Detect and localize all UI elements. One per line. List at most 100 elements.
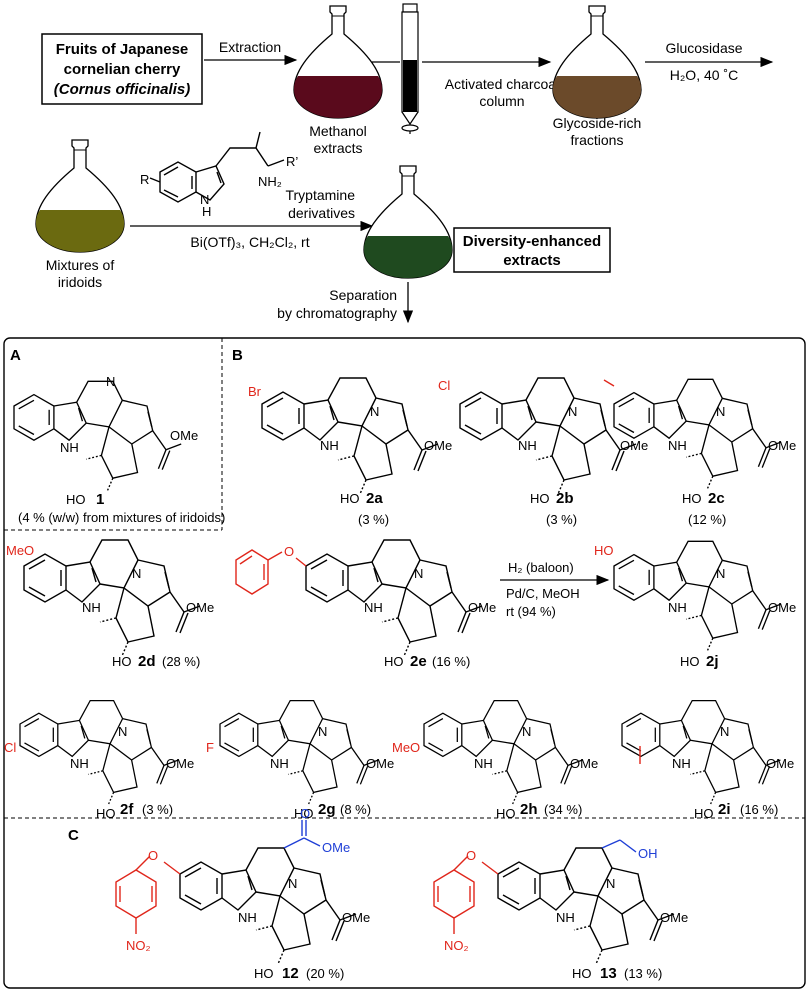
c2f-label: 2f <box>120 801 134 818</box>
methanol-line1: Methanol <box>309 123 367 139</box>
compound-2d-structure <box>23 539 201 657</box>
c2d-n: N <box>132 566 141 581</box>
c2i-ome: OMe <box>766 756 794 771</box>
c1-ho: HO <box>66 492 86 507</box>
c12-nitrobenzyl <box>115 855 181 934</box>
source-box <box>41 33 203 105</box>
c2b-n: N <box>568 404 577 419</box>
iridoid-flask <box>35 139 125 253</box>
c1-n: N <box>106 374 115 389</box>
c2a-label: 2a <box>366 490 383 507</box>
c2a-n: N <box>370 404 379 419</box>
compound-2a-structure <box>261 377 439 495</box>
c2c-yield: (12 %) <box>688 512 726 527</box>
compound-1-structure <box>13 380 182 493</box>
c2i-ho: HO <box>694 806 714 821</box>
c13-nitrobenzyl <box>433 855 499 934</box>
compound-2c-structure <box>613 378 782 491</box>
c2g-nh: NH <box>270 756 289 771</box>
c2a-ho: HO <box>340 491 360 506</box>
compound-frame <box>3 337 806 989</box>
panel-b-label: B <box>232 347 243 364</box>
compound-2h-structure <box>423 699 584 806</box>
c2j-sub: HO <box>594 543 614 558</box>
c2g-n: N <box>318 724 327 739</box>
reaction-cond: Bi(OTf)₃, CH₂Cl₂, rt <box>190 234 309 250</box>
c2g-yield: (8 %) <box>340 802 371 817</box>
c2f-yield: (3 %) <box>142 802 173 817</box>
hydrogenation-line2: Pd/C, MeOH <box>506 586 580 601</box>
tryptamine-structure <box>149 131 285 203</box>
iridoids-line1: Mixtures of <box>46 257 115 273</box>
compound-2b-structure <box>459 377 637 495</box>
c13-o: O <box>466 848 476 863</box>
c2e-o: O <box>284 544 294 559</box>
extraction-label: Extraction <box>219 39 281 55</box>
c2e-yield: (16 %) <box>432 654 470 669</box>
c2c-nh: NH <box>668 438 687 453</box>
c2f-n: N <box>118 724 127 739</box>
c2g-ho: HO <box>294 806 314 821</box>
c2c-n: N <box>716 404 725 419</box>
c13-oh: OH <box>638 846 658 861</box>
separation-line2: by chromatography <box>277 305 397 321</box>
c2i-yield: (16 %) <box>740 802 778 817</box>
c13-label: 13 <box>600 965 617 982</box>
c2h-ho: HO <box>496 806 516 821</box>
c2b-ome: OMe <box>620 438 648 453</box>
c13-hydroxymethyl-blue <box>601 839 637 853</box>
tryptamine-line1: Tryptamine <box>285 187 355 203</box>
c2d-label: 2d <box>138 653 156 670</box>
glucosidase-label: Glucosidase <box>665 40 742 56</box>
c2c-ho: HO <box>682 491 702 506</box>
c2d-sub: MeO <box>6 543 34 558</box>
c1-nh: NH <box>60 440 79 455</box>
c2a-sub: Br <box>248 384 262 399</box>
c2b-nh: NH <box>518 438 537 453</box>
compound-2f-structure <box>19 699 180 806</box>
compound-2j-structure <box>613 540 782 653</box>
tryptamine-rp: R’ <box>286 154 298 169</box>
c2f-ho: HO <box>96 806 116 821</box>
c2d-yield: (28 %) <box>162 654 200 669</box>
c2e-ome: OMe <box>468 600 496 615</box>
c2e-ho: HO <box>384 654 404 669</box>
compound-2e-structure <box>305 539 483 657</box>
hydrogenation-line3: rt (94 %) <box>506 604 556 619</box>
c12-ester-ome: OMe <box>322 840 350 855</box>
c2f-sub: Cl <box>4 740 16 755</box>
c13-yield: (13 %) <box>624 966 662 981</box>
c1-yield: (4 % (w/w) from mixtures of iridoids) <box>18 510 225 525</box>
c13-ome: OMe <box>660 910 688 925</box>
c12-ome: OMe <box>342 910 370 925</box>
c2j-ome: OMe <box>768 600 796 615</box>
c2e-benzyl <box>235 549 307 595</box>
c2f-ome: OMe <box>166 756 194 771</box>
c2h-yield: (34 %) <box>544 802 582 817</box>
c2b-sub: Cl <box>438 378 450 393</box>
c2d-ome: OMe <box>186 600 214 615</box>
diversity-box <box>453 227 611 273</box>
c12-o: O <box>148 848 158 863</box>
c2d-ho: HO <box>112 654 132 669</box>
c2a-nh: NH <box>320 438 339 453</box>
c2e-n: N <box>414 566 423 581</box>
c2h-n: N <box>522 724 531 739</box>
iridoids-line2: iridoids <box>58 274 102 290</box>
c2i-n: N <box>720 724 729 739</box>
c2a-yield: (3 %) <box>358 512 389 527</box>
c2b-label: 2b <box>556 490 574 507</box>
c2b-yield: (3 %) <box>546 512 577 527</box>
c2c-ome: OMe <box>768 438 796 453</box>
c2i-nh: NH <box>672 756 691 771</box>
charcoal-line2: column <box>479 93 524 109</box>
charcoal-line1: Activated charcoal <box>445 76 559 92</box>
c12-ester-o: O <box>300 806 310 821</box>
c2c-label: 2c <box>708 490 725 507</box>
c12-ester-blue <box>283 820 321 849</box>
c13-no2: NO₂ <box>444 938 469 953</box>
tryptamine-r: R <box>140 172 149 187</box>
glycoside-flask <box>552 5 642 119</box>
charcoal-column <box>401 3 419 134</box>
